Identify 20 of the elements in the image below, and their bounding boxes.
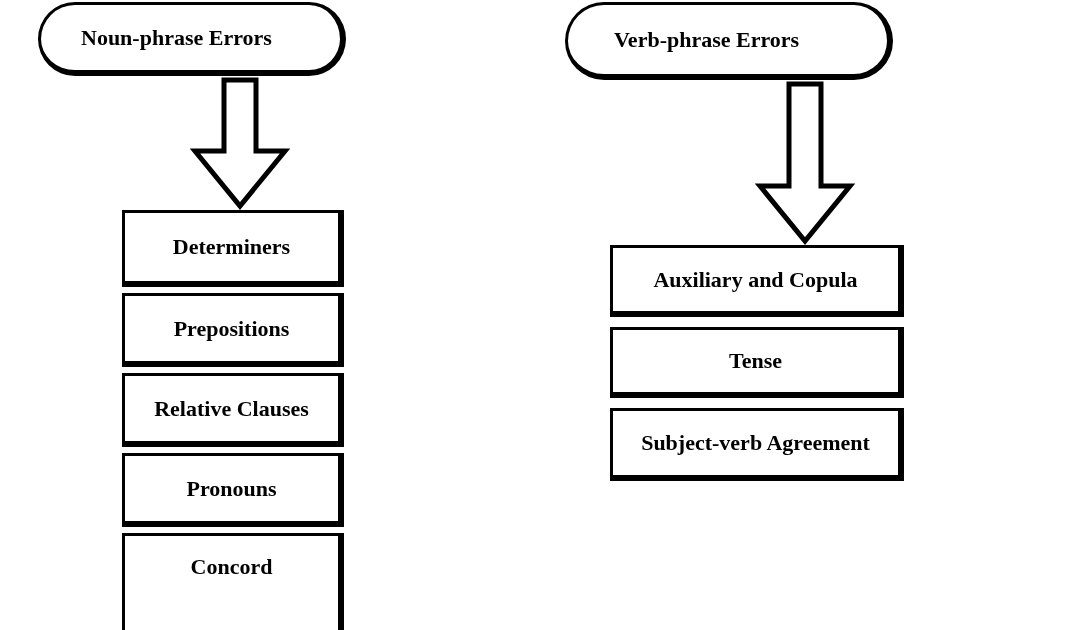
box-label: Relative Clauses bbox=[154, 395, 309, 422]
category-box bbox=[610, 408, 904, 481]
category-box bbox=[122, 453, 344, 527]
category-box bbox=[610, 245, 904, 317]
category-box bbox=[122, 373, 344, 447]
box-label: Subject-verb Agreement bbox=[641, 430, 870, 456]
category-box bbox=[122, 210, 344, 287]
category-box bbox=[122, 293, 344, 367]
box-label: Auxiliary and Copula bbox=[653, 266, 858, 293]
box-label: Noun-phrase Errors bbox=[81, 24, 272, 51]
box-label: Verb-phrase Errors bbox=[614, 26, 800, 53]
box-label: Prepositions bbox=[173, 315, 290, 342]
block-arrow bbox=[754, 81, 856, 245]
box-label: Determiners bbox=[172, 234, 291, 260]
box-label: Pronouns bbox=[186, 475, 277, 502]
category-box bbox=[122, 533, 344, 630]
box-label: Concord bbox=[190, 554, 273, 580]
block-arrow bbox=[189, 77, 291, 210]
category-box bbox=[610, 327, 904, 398]
box-label: Tense bbox=[729, 348, 782, 374]
